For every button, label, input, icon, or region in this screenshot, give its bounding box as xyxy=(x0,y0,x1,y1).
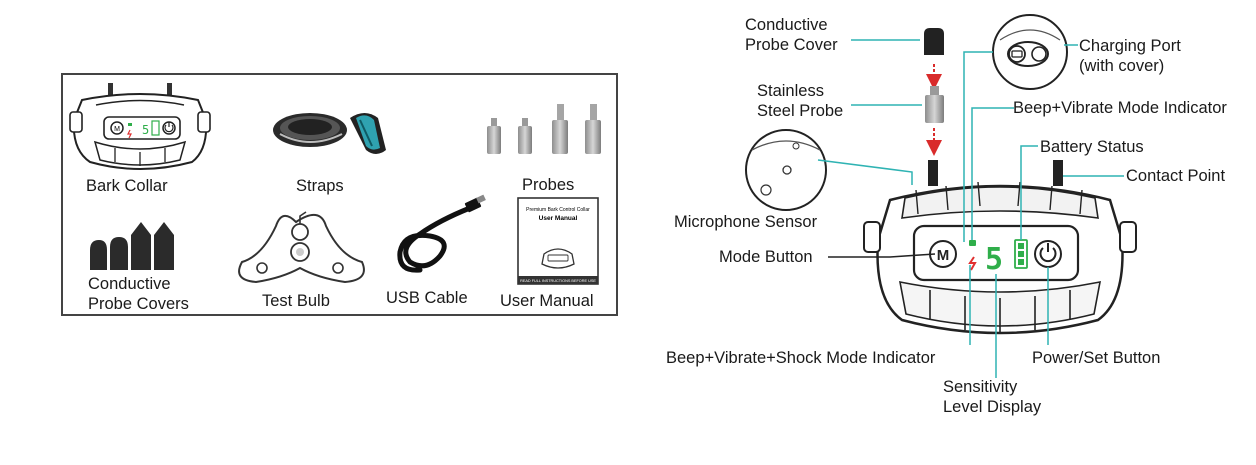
mode-button-glyph: M xyxy=(937,247,950,264)
test-bulb-image xyxy=(238,211,365,284)
callout-microphone-sensor: Microphone Sensor xyxy=(674,213,818,231)
label-test-bulb: Test Bulb xyxy=(262,292,330,310)
bark-collar-device: M 5 xyxy=(863,160,1137,335)
callout-contact-point: Contact Point xyxy=(1126,167,1226,185)
power-icon xyxy=(1039,243,1057,263)
leader-lines xyxy=(817,39,1124,378)
label-probes: Probes xyxy=(522,176,575,194)
callout-battery-status: Battery Status xyxy=(1040,138,1144,156)
callout-conductive-probe-cover: Conductive Probe Cover xyxy=(745,16,838,54)
usb-cable-image xyxy=(397,194,486,273)
shock-led xyxy=(968,256,977,271)
microphone-sensor-inset xyxy=(745,129,827,211)
callout-power-set-button: Power/Set Button xyxy=(1032,349,1161,367)
sensitivity-digit: 5 xyxy=(985,242,1003,277)
svg-text:M: M xyxy=(114,126,120,133)
callout-beep-vibrate-indicator: Beep+Vibrate Mode Indicator xyxy=(1013,99,1227,117)
label-user-manual: User Manual xyxy=(500,292,594,310)
probes-image xyxy=(487,104,601,154)
user-manual-image: Premium Bark Control Collar User Manual … xyxy=(517,197,599,285)
probe-cover-part xyxy=(924,28,944,55)
beep-vibrate-led xyxy=(969,240,976,246)
manual-brand-line: Premium Bark Control Collar xyxy=(526,207,590,213)
manual-footer: READ FULL INSTRUCTIONS BEFORE USE xyxy=(520,279,596,283)
charging-port-inset xyxy=(992,14,1068,90)
callout-sensitivity-display: Sensitivity Level Display xyxy=(943,378,1042,416)
callout-charging-port: Charging Port (with cover) xyxy=(1079,37,1181,75)
label-bark-collar: Bark Collar xyxy=(86,177,168,195)
label-straps: Straps xyxy=(296,177,344,195)
callout-mode-button: Mode Button xyxy=(719,248,813,266)
callout-stainless-steel-probe: Stainless Steel Probe xyxy=(757,82,844,120)
manual-title: User Manual xyxy=(539,215,578,222)
stainless-probe-part xyxy=(925,86,944,123)
bark-collar-image: M 5 xyxy=(69,83,211,170)
label-probe-covers: Conductive Probe Covers xyxy=(88,275,189,313)
straps-image xyxy=(273,113,386,154)
callout-beep-vibrate-shock-indicator: Beep+Vibrate+Shock Mode Indicator xyxy=(666,349,936,367)
probe-covers-image xyxy=(90,222,174,270)
label-usb-cable: USB Cable xyxy=(386,289,468,307)
svg-text:5: 5 xyxy=(142,123,149,137)
